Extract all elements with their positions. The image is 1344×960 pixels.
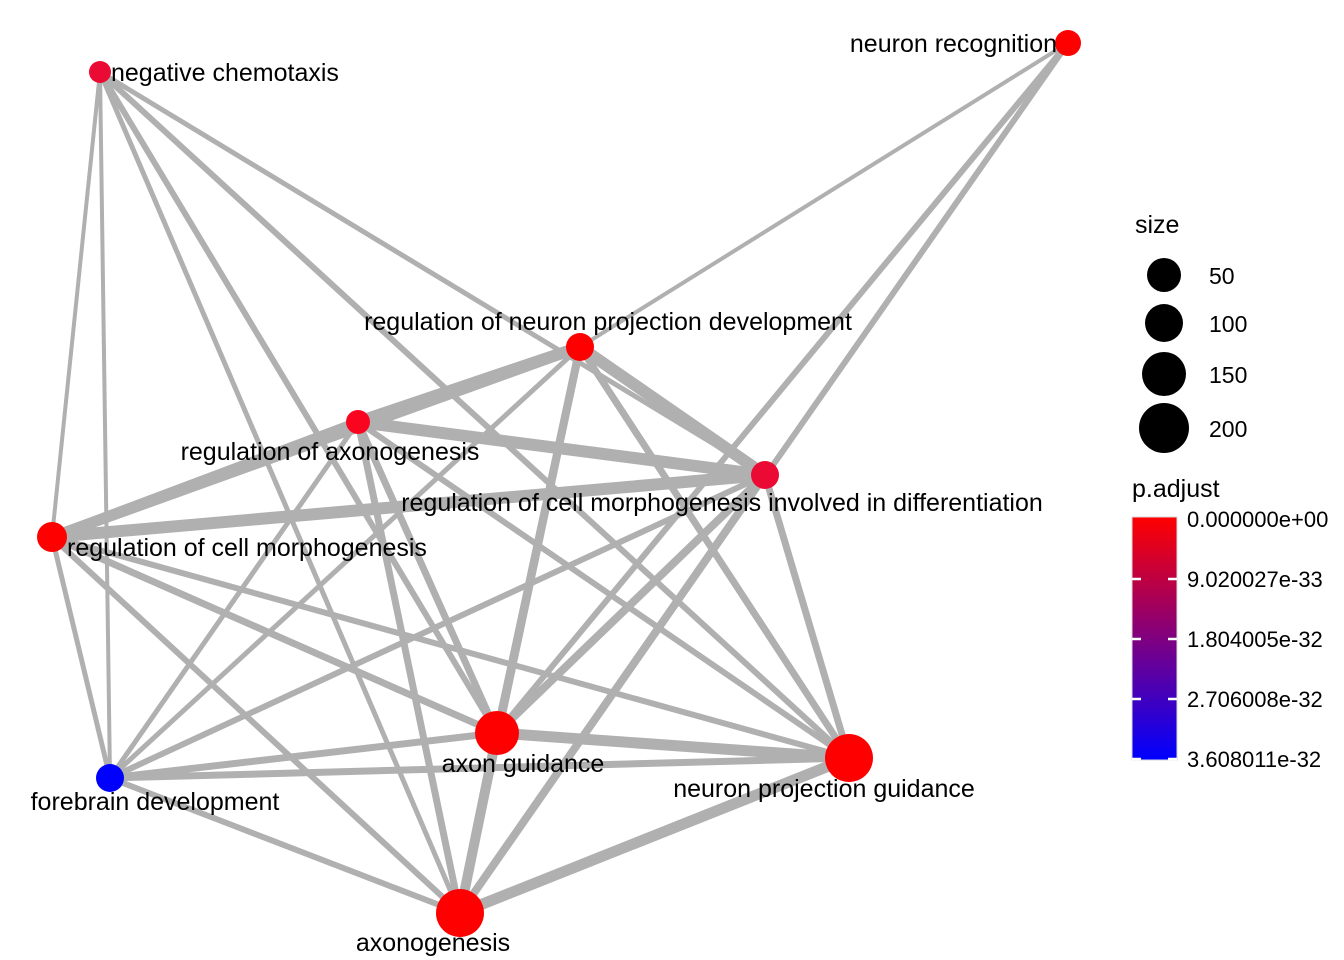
network-edge bbox=[109, 754, 850, 782]
network-node[interactable] bbox=[37, 522, 67, 552]
network-edge bbox=[107, 420, 361, 780]
network-node-label: axon guidance bbox=[442, 750, 605, 778]
network-edge bbox=[357, 416, 766, 481]
network-node-label: regulation of neuron projection developm… bbox=[364, 308, 852, 336]
network-edge bbox=[49, 536, 113, 779]
network-edge bbox=[50, 417, 360, 542]
p-adjust-legend: p.adjust 0.000000e+00 9.020027e-33 1.80400… bbox=[1131, 475, 1328, 772]
colorbar-tick-label: 0.000000e+00 bbox=[1187, 507, 1328, 532]
network-node[interactable] bbox=[1055, 30, 1081, 56]
network-edge bbox=[51, 469, 766, 543]
network-node-label: negative chemotaxis bbox=[111, 59, 339, 87]
network-edge bbox=[50, 533, 499, 737]
network-edge bbox=[494, 41, 1071, 735]
network-node-label: neuron projection guidance bbox=[673, 775, 975, 803]
size-legend: size 50 100 150 200 bbox=[1135, 211, 1247, 453]
network-edge bbox=[496, 727, 850, 764]
network-edge bbox=[457, 752, 852, 919]
network-node[interactable] bbox=[346, 410, 370, 434]
network-edge bbox=[49, 534, 463, 916]
network-edge bbox=[108, 775, 462, 916]
network-edge bbox=[51, 534, 850, 761]
size-legend-label: 50 bbox=[1209, 263, 1235, 289]
network-edge bbox=[576, 342, 769, 480]
network-node[interactable] bbox=[566, 333, 594, 361]
p-adjust-legend-title: p.adjust bbox=[1132, 475, 1220, 503]
network-node[interactable] bbox=[825, 734, 873, 782]
network-edge bbox=[356, 419, 851, 761]
network-edge bbox=[494, 472, 768, 736]
size-legend-swatch bbox=[1145, 304, 1183, 342]
network-node[interactable] bbox=[475, 711, 519, 755]
size-legend-swatch bbox=[1147, 258, 1181, 292]
size-legend-label: 200 bbox=[1209, 416, 1247, 442]
network-edge bbox=[578, 41, 1070, 349]
network-edge bbox=[97, 70, 500, 735]
colorbar-tick-label: 9.020027e-33 bbox=[1187, 567, 1323, 592]
network-edge bbox=[98, 69, 767, 478]
network-edge bbox=[50, 71, 102, 538]
size-legend-swatch bbox=[1139, 403, 1189, 453]
network-edge bbox=[761, 474, 853, 759]
network-node[interactable] bbox=[436, 889, 484, 937]
size-legend-label: 150 bbox=[1209, 362, 1247, 388]
network-edge bbox=[108, 472, 767, 781]
network-node-label: axonogenesis bbox=[356, 929, 510, 957]
network-node-label: neuron recognition bbox=[850, 30, 1057, 58]
node-labels-layer: negative chemotaxis neuron recognition reg… bbox=[31, 30, 1057, 957]
network-node-label: regulation of cell morphogenesis bbox=[67, 534, 427, 562]
edges-layer bbox=[49, 41, 1071, 919]
network-edge bbox=[109, 729, 498, 782]
network-node-label: forebrain development bbox=[31, 788, 280, 816]
network-edge bbox=[455, 731, 502, 915]
network-node[interactable] bbox=[751, 461, 779, 489]
size-legend-title: size bbox=[1135, 211, 1179, 239]
colorbar-tick-label: 1.804005e-32 bbox=[1187, 627, 1323, 652]
network-node[interactable] bbox=[89, 61, 111, 83]
network-node-label: regulation of cell morphogenesis involve… bbox=[401, 489, 1043, 517]
colorbar-tick-label: 2.706008e-32 bbox=[1187, 687, 1323, 712]
network-edge bbox=[98, 71, 112, 779]
network-node-label: regulation of axonogenesis bbox=[181, 438, 480, 466]
nodes-layer bbox=[37, 30, 1081, 937]
network-edge bbox=[354, 420, 501, 735]
size-legend-swatch bbox=[1142, 352, 1186, 396]
network-edge bbox=[97, 69, 852, 761]
network-edge bbox=[763, 41, 1070, 477]
size-legend-label: 100 bbox=[1209, 311, 1247, 337]
network-node[interactable] bbox=[96, 764, 124, 792]
network-edge bbox=[108, 345, 582, 780]
colorbar-tick-label: 3.608011e-32 bbox=[1187, 747, 1321, 772]
